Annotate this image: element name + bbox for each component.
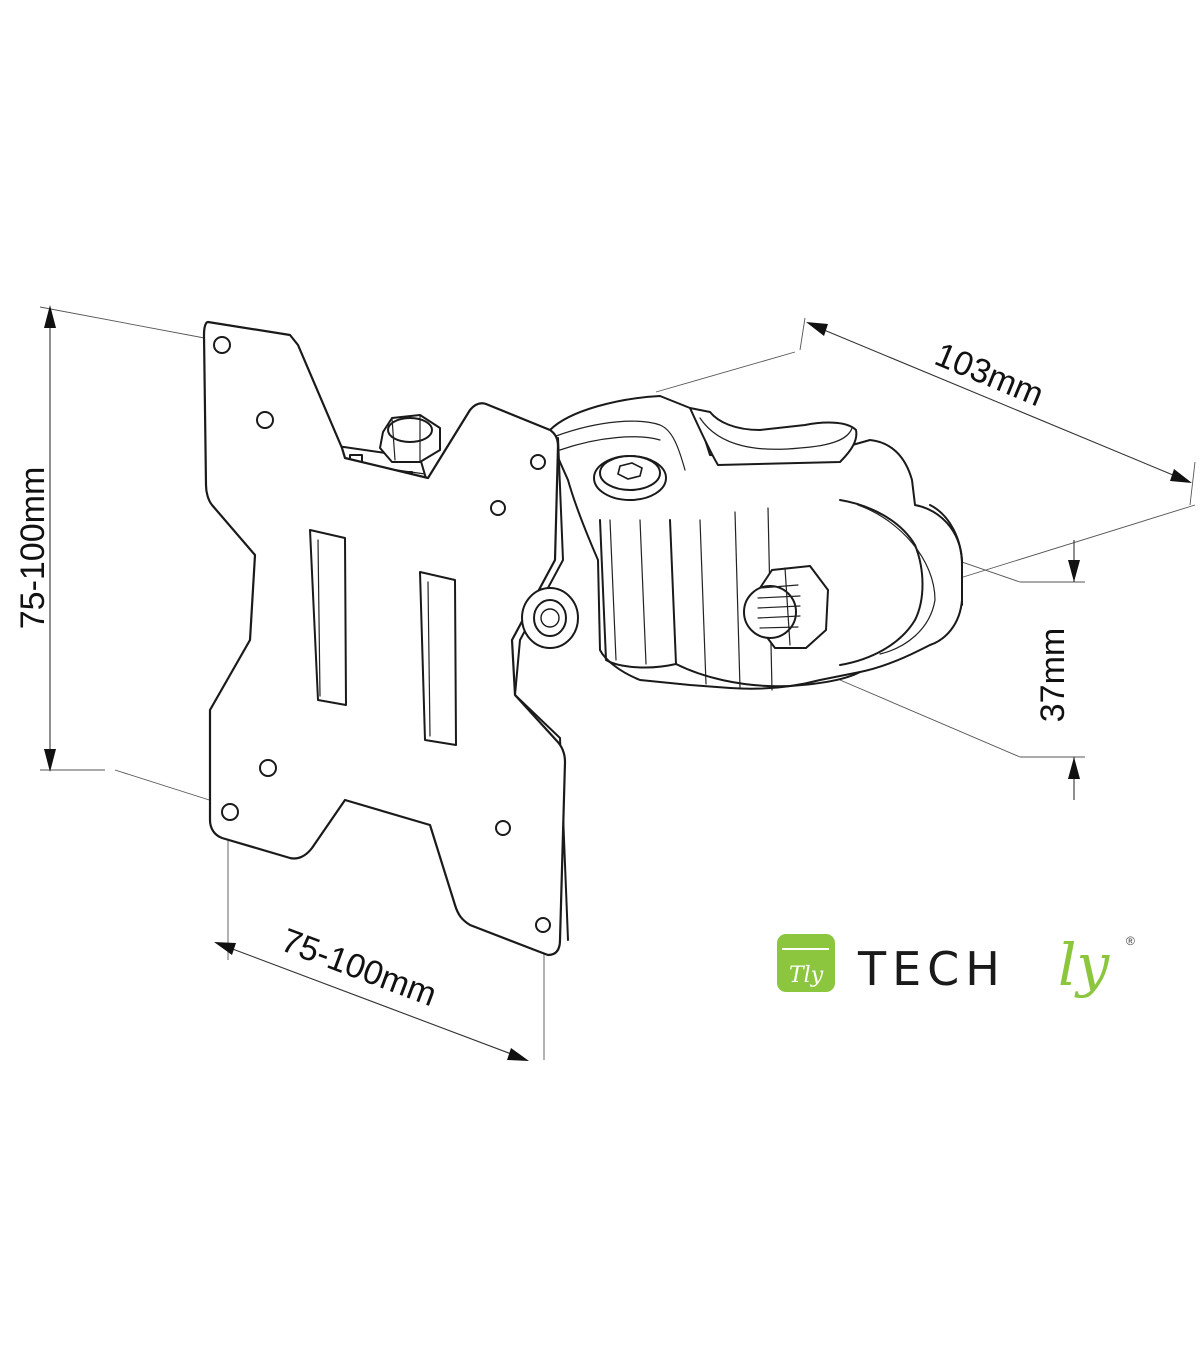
dimension-label-vertical: 75-100mm (14, 467, 52, 630)
arrow-down-icon (1068, 560, 1080, 582)
arrow-up-icon (44, 305, 56, 328)
arrow-left-icon (214, 942, 236, 955)
logo-mark-text: Tly (789, 963, 824, 988)
plate-hole (490, 500, 506, 516)
plate-hole (530, 454, 546, 470)
dimension-label-depth: 103mm (930, 336, 1049, 414)
plate-hole (535, 917, 551, 933)
clamp-assembly (549, 395, 963, 691)
vesa-mounting-plate (202, 320, 579, 957)
arrow-right-icon (1170, 469, 1192, 483)
logo-brand-main: TECH (857, 942, 1006, 996)
plate-slot-left (309, 529, 347, 706)
plate-hole (256, 411, 274, 429)
arrow-down-icon (44, 749, 56, 772)
arrow-right-icon (507, 1048, 529, 1061)
techly-logo: Tly TECH ly ® (777, 931, 1135, 999)
plate-hole (221, 803, 239, 821)
dimension-vertical-plate: 75-100mm (14, 305, 226, 806)
logo-registered-mark: ® (1126, 934, 1135, 948)
hex-nut (379, 414, 441, 463)
plate-hole (495, 820, 511, 836)
dimension-label-horizontal: 75-100mm (276, 921, 441, 1014)
arrow-left-icon (806, 322, 828, 336)
pivot-boss (521, 587, 579, 649)
logo-brand-accent: ly (1058, 931, 1111, 999)
dimension-label-clamp: 37mm (1034, 628, 1072, 722)
plate-slot-right (419, 571, 457, 746)
plate-hole (213, 336, 231, 354)
arrow-up-icon (1068, 757, 1080, 779)
plate-hole (259, 759, 277, 777)
threaded-stud (743, 565, 829, 649)
